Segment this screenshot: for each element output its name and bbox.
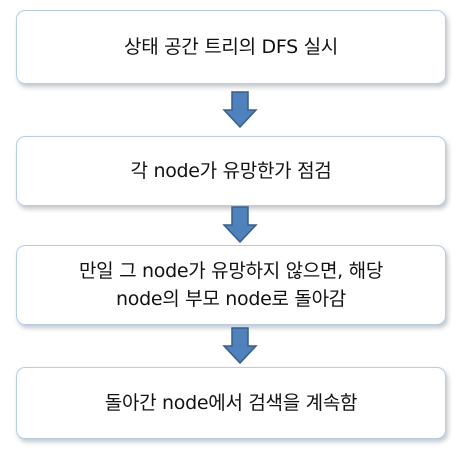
step-label-3: 만일 그 node가 유망하지 않으면, 해당 node의 부모 node로 돌… — [79, 260, 383, 310]
step-box-4: 돌아간 node에서 검색을 계속함 — [16, 367, 446, 439]
step-box-2: 각 node가 유망한가 점검 — [16, 136, 446, 206]
arrow-down-icon — [222, 91, 258, 129]
step-box-3: 만일 그 node가 유망하지 않으면, 해당 node의 부모 node로 돌… — [16, 245, 446, 325]
step-label-1: 상태 공간 트리의 DFS 실시 — [124, 36, 338, 58]
step-box-1: 상태 공간 트리의 DFS 실시 — [16, 10, 446, 84]
step-label-2: 각 node가 유망한가 점검 — [130, 160, 332, 182]
step-label-4: 돌아간 node에서 검색을 계속함 — [104, 392, 358, 414]
arrow-down-icon — [222, 206, 258, 244]
arrow-down-icon — [222, 327, 258, 365]
